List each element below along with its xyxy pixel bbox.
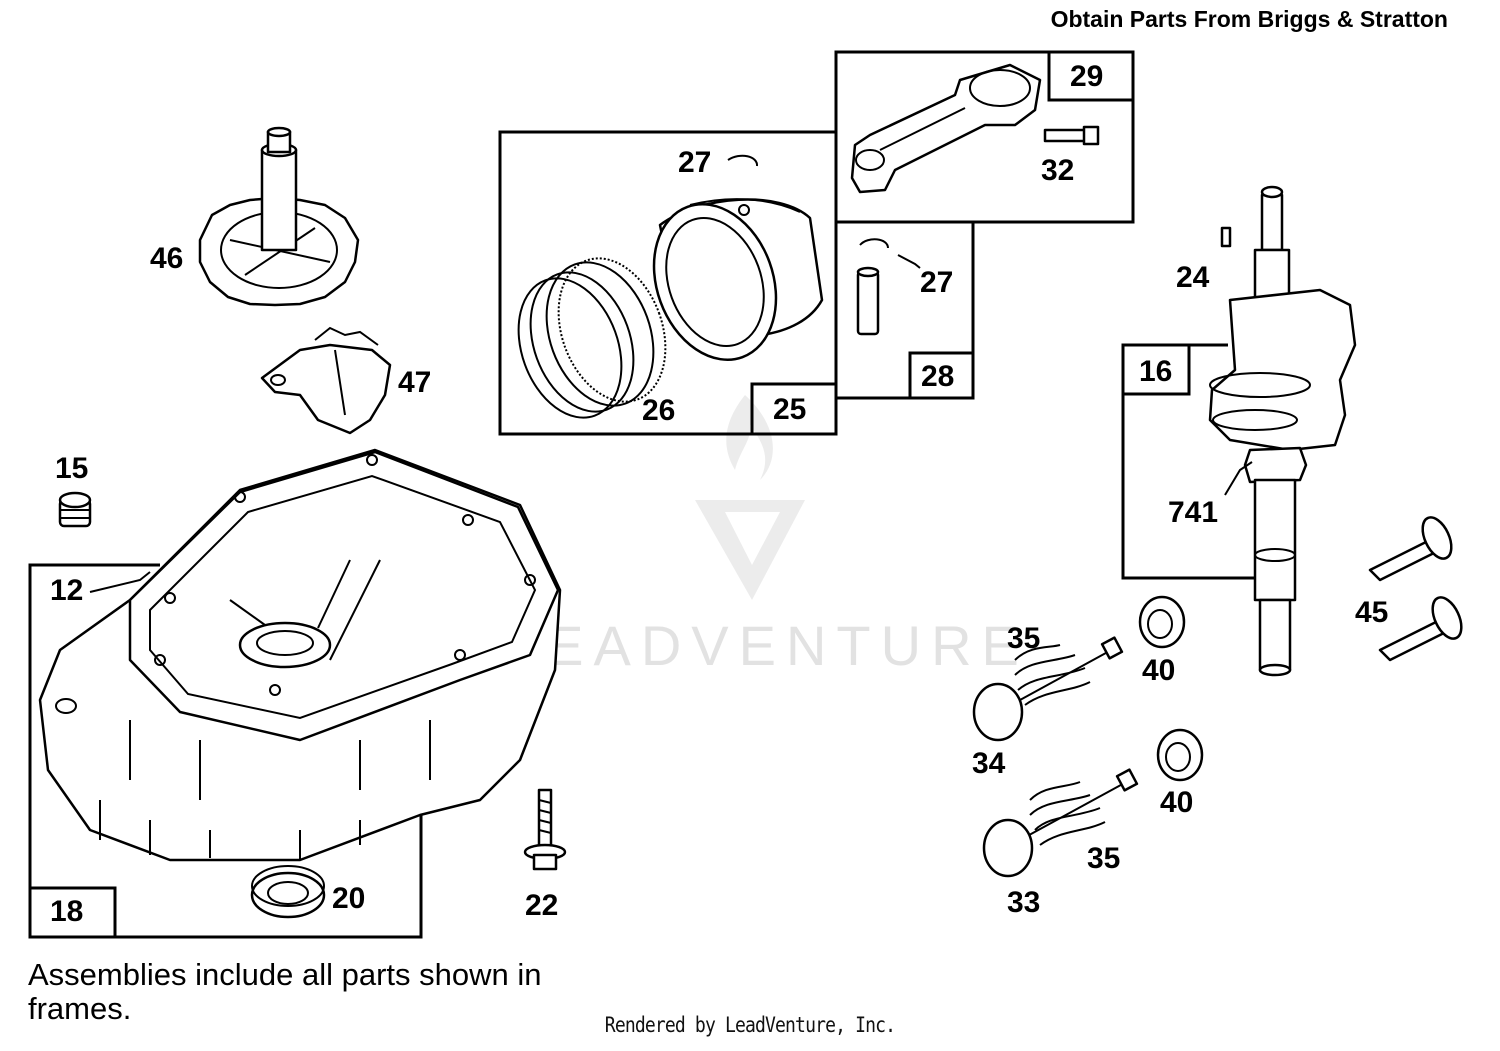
frame-crank-number: 16: [1139, 355, 1172, 388]
label-valve-exhaust: 34: [972, 747, 1006, 780]
label-lock-pin: 27: [920, 266, 953, 299]
assembly-note: Assemblies include all parts shown in fr…: [28, 957, 542, 1026]
retainer-bottom-icon: [1156, 728, 1204, 782]
label-timing-gear: 741: [1168, 496, 1218, 529]
frame-rod-number: 29: [1070, 60, 1103, 93]
label-governor: 47: [398, 366, 431, 399]
governor-icon: [260, 343, 392, 435]
seal-part: 20: [250, 865, 365, 919]
label-rings: 26: [642, 394, 675, 427]
label-lock-top: 27: [678, 146, 711, 179]
frame-piston-pin: 28: [834, 220, 975, 400]
key-icon: [1220, 226, 1232, 248]
label-retainer-bottom: 40: [1160, 786, 1193, 819]
sump-part: 12: [38, 448, 562, 862]
piston-lock-top-icon: [727, 154, 758, 167]
piston-rings-part: 26: [517, 257, 675, 427]
sump-screw-icon: [537, 788, 553, 850]
watermark-text: LEADVENTURE: [505, 614, 1029, 677]
frame-piston-number: 25: [773, 393, 806, 426]
valve-train-part: 35 34 40 40 35 33: [972, 595, 1204, 919]
lead-gasket: [89, 571, 151, 593]
sump-screw-part: 22: [523, 788, 567, 922]
crankshaft-counterweight-icon: [1208, 288, 1357, 452]
label-spring-exhaust: 35: [1087, 842, 1120, 875]
label-rod-screw: 32: [1041, 154, 1074, 187]
frame-pin-number: 28: [921, 360, 954, 393]
timing-gear-icon: [1243, 446, 1308, 484]
label-sump-screw: 22: [525, 889, 558, 922]
label-gasket: 12: [50, 574, 83, 607]
label-spring-intake: 35: [1007, 622, 1040, 655]
pin-lock-icon: [859, 238, 889, 249]
frame-crankshaft: 16: [1121, 343, 1256, 580]
frame-pin-border: [834, 220, 975, 400]
crankshaft-thread-icon: [1260, 193, 1284, 252]
piston-part: 27: [652, 146, 824, 361]
header-title: Obtain Parts From Briggs & Stratton: [1050, 6, 1448, 32]
spring-intake-icon: [1014, 644, 1091, 706]
valve-exhaust-icon: [972, 682, 1024, 742]
connecting-rod-part: 32: [850, 63, 1100, 194]
label-tappet: 45: [1355, 596, 1388, 629]
watermark: LEADVENTURE: [505, 395, 1029, 677]
frame-sump-number: 18: [50, 895, 83, 928]
piston-ring-icon: [517, 277, 623, 419]
piston-pin-icon: [856, 270, 880, 336]
crankshaft-part: 741 24: [1168, 185, 1357, 677]
rod-screw-icon: [1043, 125, 1100, 146]
cam-shaft-icon: [260, 148, 298, 252]
tappets-part: 45: [1355, 516, 1463, 662]
valve-intake-icon: [982, 818, 1034, 878]
footer-credit: Rendered by LeadVenture, Inc.: [604, 1013, 896, 1037]
plug-part: 15: [55, 452, 92, 528]
label-cam-gear: 46: [150, 242, 183, 275]
label-valve-intake: 33: [1007, 886, 1040, 919]
label-seal: 20: [332, 882, 365, 915]
sump-bore-icon: [238, 621, 332, 669]
piston-pin-part: 27: [856, 238, 953, 336]
retainer-top-icon: [1138, 595, 1186, 649]
connecting-rod-icon: [850, 63, 1042, 194]
frame-rod-border: [834, 50, 1135, 224]
watermark-logo-icon: [695, 500, 805, 600]
frame-sump-number-box: [28, 886, 117, 939]
watermark-flame-icon: [726, 395, 773, 480]
governor-part: 47: [260, 326, 431, 435]
frame-piston-number-box: [750, 382, 838, 436]
frame-rod-number-box: [1047, 50, 1135, 102]
frame-sump: 18: [28, 563, 423, 939]
label-plug: 15: [55, 452, 88, 485]
seal-icon: [250, 871, 326, 919]
spring-exhaust-icon: [1029, 781, 1106, 846]
label-key: 24: [1176, 261, 1210, 294]
frame-connecting-rod: 29: [834, 50, 1135, 224]
cam-gear-part: 46: [150, 126, 360, 307]
crankshaft-journal-icon: [1253, 478, 1297, 602]
frame-crank-number-box: [1121, 343, 1191, 396]
frame-pin-number-box: [908, 351, 975, 400]
gasket-inner-icon: [149, 474, 537, 720]
label-retainer-top: 40: [1142, 654, 1175, 687]
